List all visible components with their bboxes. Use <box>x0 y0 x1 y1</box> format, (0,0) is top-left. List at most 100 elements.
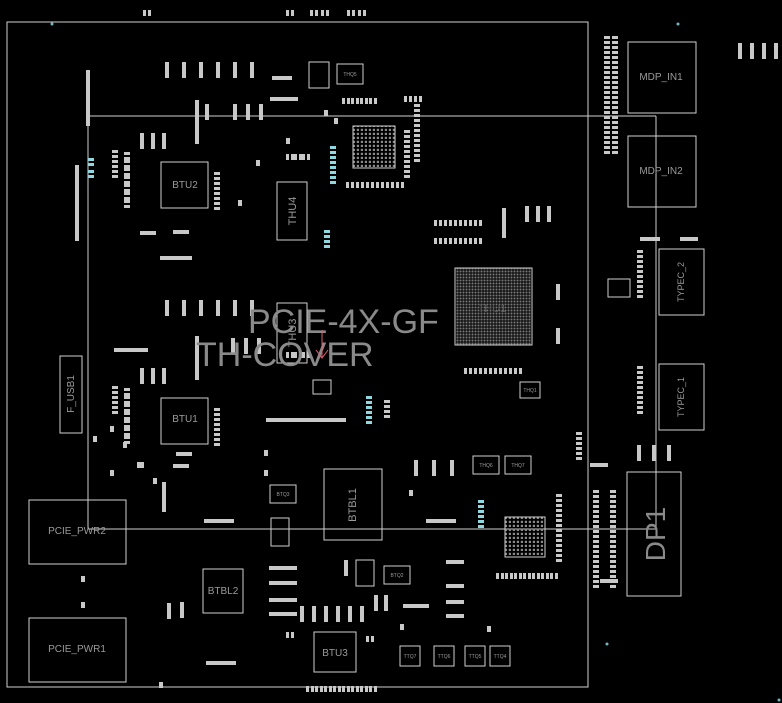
pad <box>612 131 618 134</box>
pad <box>214 202 220 205</box>
label-tt-q4: TTQ4 <box>494 654 507 660</box>
pad <box>504 368 507 374</box>
pad <box>556 519 562 522</box>
pad <box>214 182 220 185</box>
pad <box>478 515 484 518</box>
small-component-labels: THQ5 THQ6 THQ7 THQ1 BTQ3 BTQ2 TTQ7 TTQ6 … <box>276 72 536 660</box>
pad <box>330 181 336 184</box>
pad <box>324 606 328 622</box>
pad <box>604 41 610 44</box>
pad <box>404 96 407 102</box>
pad <box>365 98 368 104</box>
center-marker <box>315 330 329 359</box>
pad <box>593 575 599 578</box>
pad <box>612 116 618 119</box>
connector-pcie-pwr1: PCIE_PWR1 <box>28 617 127 683</box>
chip-btbl1: BTBL1 <box>323 468 383 541</box>
pad <box>124 393 130 396</box>
pad <box>330 156 336 159</box>
pad <box>365 686 368 692</box>
pad <box>124 165 130 168</box>
pad <box>153 478 157 484</box>
pad <box>604 61 610 64</box>
pad <box>270 97 298 101</box>
pad <box>307 352 310 358</box>
pad <box>556 549 562 552</box>
pad <box>124 173 130 176</box>
pad <box>269 612 297 616</box>
pad <box>604 136 610 139</box>
pad <box>576 452 582 455</box>
pad <box>536 206 540 222</box>
pad <box>334 118 338 124</box>
pad <box>637 265 643 268</box>
pad <box>366 182 369 188</box>
pad <box>360 686 363 692</box>
pad <box>610 515 616 518</box>
pad <box>112 411 118 414</box>
pad <box>165 300 169 316</box>
pad <box>556 539 562 542</box>
pad <box>269 598 297 602</box>
chip-btbl1-label: BTBL1 <box>347 488 359 522</box>
pad <box>361 182 364 188</box>
pad <box>593 560 599 563</box>
pad <box>110 470 114 476</box>
pad <box>182 300 186 316</box>
pad <box>474 220 477 226</box>
pad <box>604 126 610 129</box>
pad <box>612 91 618 94</box>
pad <box>124 184 130 187</box>
pad <box>610 500 616 503</box>
pad <box>384 405 390 408</box>
pad <box>414 124 420 127</box>
pad <box>371 636 374 642</box>
pad <box>366 406 372 409</box>
pad <box>450 460 454 476</box>
pad <box>250 62 254 78</box>
pad <box>556 559 562 562</box>
pad <box>593 565 599 568</box>
pad <box>446 584 464 588</box>
board-title-line1: PCIE-4X-GF <box>248 303 439 341</box>
pad <box>112 160 118 163</box>
pad <box>487 626 491 632</box>
pad <box>214 418 220 421</box>
pad <box>137 462 141 468</box>
pad <box>556 534 562 537</box>
pad <box>637 280 643 283</box>
pad <box>546 573 549 579</box>
pad <box>112 396 118 399</box>
pad <box>366 401 372 404</box>
pad <box>312 606 316 622</box>
pad <box>449 238 452 244</box>
pad <box>269 566 297 570</box>
pad <box>593 545 599 548</box>
pad <box>143 10 146 16</box>
pad <box>302 352 305 358</box>
pad <box>593 510 599 513</box>
pad <box>612 111 618 114</box>
pad <box>604 131 610 134</box>
pad <box>478 500 484 503</box>
pad <box>347 10 350 16</box>
pad <box>523 573 526 579</box>
pad <box>324 245 330 248</box>
connector-f-usb1-label: F_USB1 <box>66 375 77 413</box>
pad <box>484 368 487 374</box>
pad <box>124 436 130 439</box>
pad <box>434 238 437 244</box>
pad <box>376 182 379 188</box>
pad <box>738 43 742 59</box>
pad <box>299 352 302 358</box>
pad <box>528 573 531 579</box>
pad <box>637 401 643 404</box>
pad <box>324 686 327 692</box>
connector-typec-2: TYPEC_2 <box>658 248 705 316</box>
board-title-line2: TH-COVER <box>196 336 374 374</box>
pad <box>532 573 535 579</box>
bga-packages <box>352 125 631 558</box>
pad <box>112 150 118 153</box>
pad <box>449 220 452 226</box>
pad <box>162 133 166 149</box>
